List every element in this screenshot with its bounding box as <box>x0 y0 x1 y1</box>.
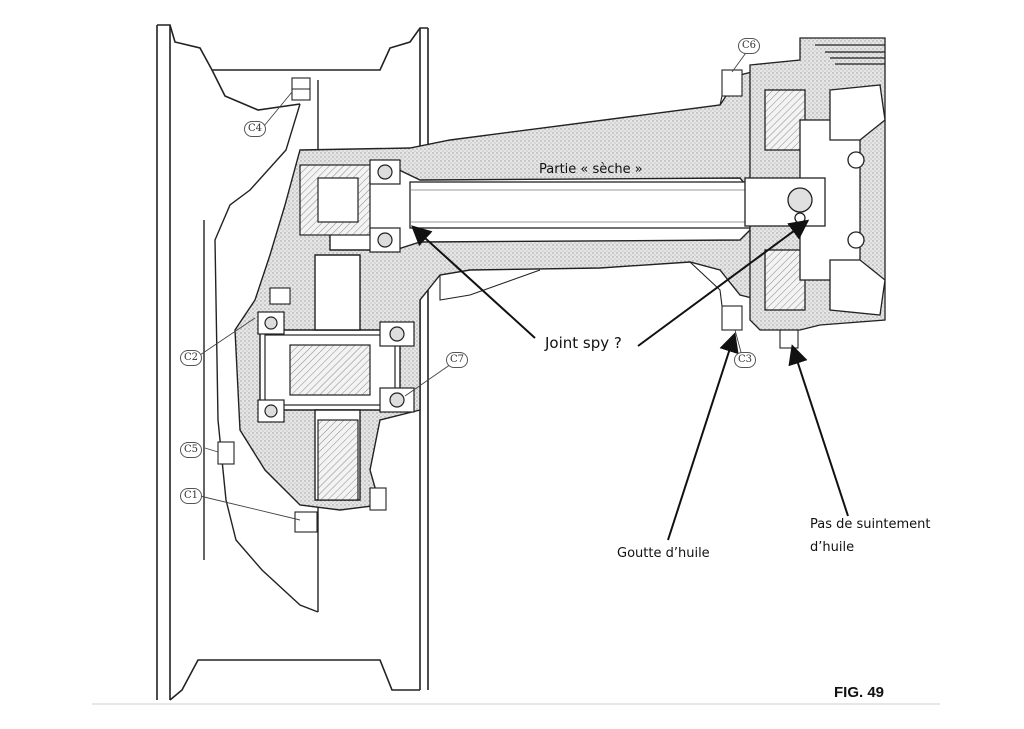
oil-drop-arrow <box>667 332 739 541</box>
no-seep-arrow <box>788 344 849 517</box>
seal-arrow-right <box>637 219 810 347</box>
wheel-rim <box>156 24 429 701</box>
hub-assembly <box>744 37 886 331</box>
seal-label: Joint spy ? <box>545 334 622 352</box>
no-seep-label-line2: d’huile <box>810 540 855 555</box>
ref-c3: C3 <box>734 352 756 368</box>
axle-shaft <box>409 181 751 229</box>
seal-arrow-left <box>411 225 536 339</box>
ref-c4: C4 <box>244 121 266 137</box>
ref-c1: C1 <box>180 488 202 504</box>
ref-c2: C2 <box>180 350 202 366</box>
ref-c5: C5 <box>180 442 202 458</box>
bolts <box>217 69 799 533</box>
annotation-arrows <box>411 219 849 541</box>
lower-gear <box>257 311 415 501</box>
ref-c7: C7 <box>446 352 468 368</box>
upper-gear <box>299 159 401 253</box>
figure-label: FIG. 49 <box>834 684 885 701</box>
housing-details <box>439 95 723 307</box>
oil-drop-label: Goutte d’huile <box>617 546 710 561</box>
no-seep-label-line1: Pas de suintement <box>810 517 931 532</box>
dry-part-label: Partie « sèche » <box>539 162 643 177</box>
ref-c6: C6 <box>738 38 760 54</box>
gear-housing <box>234 69 761 511</box>
